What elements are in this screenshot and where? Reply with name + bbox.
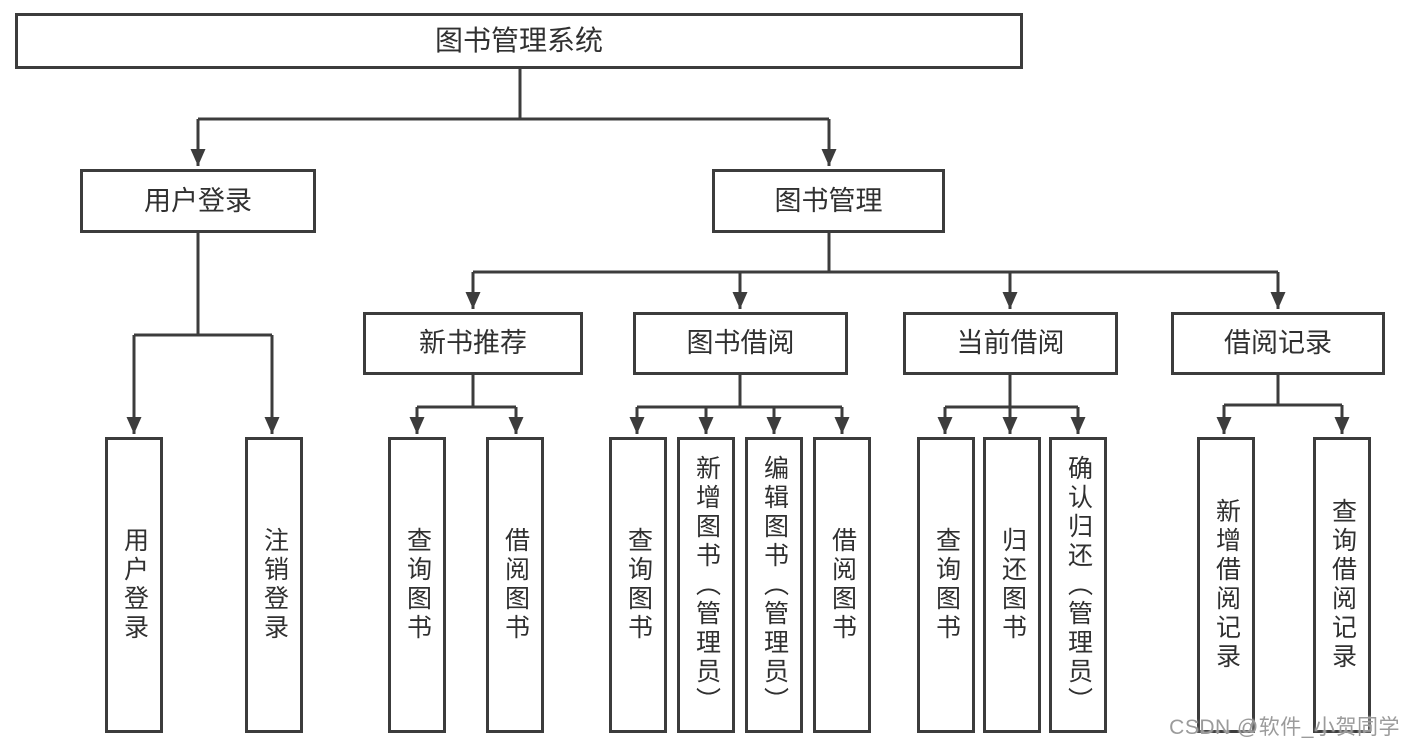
leaf-query-books-borrowing: 查询图书	[609, 437, 667, 733]
leaf-query-borrow-record-label: 查询借阅记录	[1328, 498, 1357, 672]
leaf-query-books-current-label: 查询图书	[932, 527, 961, 643]
node-current-borrowing: 当前借阅	[903, 312, 1118, 375]
leaf-query-books-current: 查询图书	[917, 437, 975, 733]
node-borrowing-records: 借阅记录	[1171, 312, 1385, 375]
leaf-logout: 注销登录	[245, 437, 303, 733]
node-book-borrowing: 图书借阅	[633, 312, 848, 375]
node-new-book-recommend: 新书推荐	[363, 312, 583, 375]
leaf-borrow-books-recommend-label: 借阅图书	[501, 527, 530, 643]
leaf-query-books-recommend-label: 查询图书	[403, 527, 432, 643]
node-library-system: 图书管理系统	[15, 13, 1023, 69]
branch-segments	[134, 69, 1342, 409]
leaf-add-book-admin: 新增图书（管理员）	[677, 437, 735, 733]
leaf-query-borrow-record: 查询借阅记录	[1313, 437, 1371, 733]
leaf-add-borrow-record-label: 新增借阅记录	[1212, 498, 1241, 672]
leaf-user-login: 用户登录	[105, 437, 163, 733]
leaf-query-books-borrowing-label: 查询图书	[624, 527, 653, 643]
leaf-logout-label: 注销登录	[260, 527, 289, 643]
leaf-return-book-label: 归还图书	[998, 527, 1027, 643]
arrow-connectors	[126, 119, 1350, 434]
leaf-query-books-recommend: 查询图书	[388, 437, 446, 733]
node-book-management: 图书管理	[712, 169, 945, 233]
leaf-user-login-label: 用户登录	[120, 527, 149, 643]
leaf-return-book: 归还图书	[983, 437, 1041, 733]
leaf-borrow-books-borrowing-label: 借阅图书	[828, 527, 857, 643]
leaf-borrow-books-recommend: 借阅图书	[486, 437, 544, 733]
leaf-confirm-return-admin: 确认归还（管理员）	[1049, 437, 1107, 733]
leaf-edit-book-admin-label: 编辑图书（管理员）	[760, 454, 789, 716]
leaf-add-book-admin-label: 新增图书（管理员）	[692, 454, 721, 716]
watermark-text: CSDN @软件_小贺同学	[1169, 716, 1400, 739]
leaf-add-borrow-record: 新增借阅记录	[1197, 437, 1255, 733]
leaf-borrow-books-borrowing: 借阅图书	[813, 437, 871, 733]
node-user-login: 用户登录	[80, 169, 316, 233]
leaf-edit-book-admin: 编辑图书（管理员）	[745, 437, 803, 733]
leaf-confirm-return-admin-label: 确认归还（管理员）	[1064, 454, 1093, 716]
